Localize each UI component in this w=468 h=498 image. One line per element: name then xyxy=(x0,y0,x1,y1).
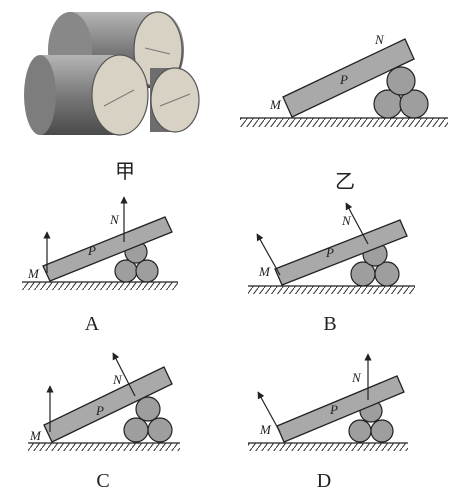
force-arrow-m xyxy=(256,233,281,276)
label-m: M xyxy=(258,264,271,279)
caption-b: B xyxy=(323,313,336,335)
caption-d: D xyxy=(317,470,331,492)
plank xyxy=(282,38,415,118)
label-p: P xyxy=(339,72,348,87)
plank xyxy=(274,219,408,286)
caption-jia: 甲 xyxy=(115,161,135,183)
label-m: M xyxy=(29,428,42,443)
caption-a: A xyxy=(85,313,100,335)
logs-stack xyxy=(114,240,159,283)
plank xyxy=(42,216,173,282)
figure-jia-logs-photo xyxy=(24,11,200,136)
option-c: M N P xyxy=(28,352,180,451)
label-p: P xyxy=(325,245,334,260)
label-n: N xyxy=(109,212,120,227)
label-n: N xyxy=(374,32,385,47)
label-n: N xyxy=(351,370,362,385)
label-p: P xyxy=(95,403,104,418)
label-n: N xyxy=(341,213,352,228)
caption-c: C xyxy=(96,470,109,492)
option-b: M N P xyxy=(248,202,415,294)
log-left xyxy=(24,54,149,136)
label-m: M xyxy=(259,422,272,437)
plank xyxy=(43,366,173,443)
label-p: P xyxy=(87,243,96,258)
option-d: M N P xyxy=(248,353,408,451)
logs-stack xyxy=(373,66,429,119)
figure-yi: M N P xyxy=(240,32,448,127)
label-p: P xyxy=(329,402,338,417)
force-arrow-n xyxy=(112,352,136,397)
caption-yi: 乙 xyxy=(335,171,355,193)
force-arrow-m xyxy=(257,391,281,433)
label-n: N xyxy=(112,372,123,387)
label-m: M xyxy=(269,97,282,112)
label-m: M xyxy=(27,266,40,281)
force-arrow-n xyxy=(345,202,369,245)
logs-stack xyxy=(123,396,173,443)
log-right xyxy=(150,67,200,133)
ground-hatch xyxy=(240,118,448,127)
option-a: M N P xyxy=(22,196,178,290)
